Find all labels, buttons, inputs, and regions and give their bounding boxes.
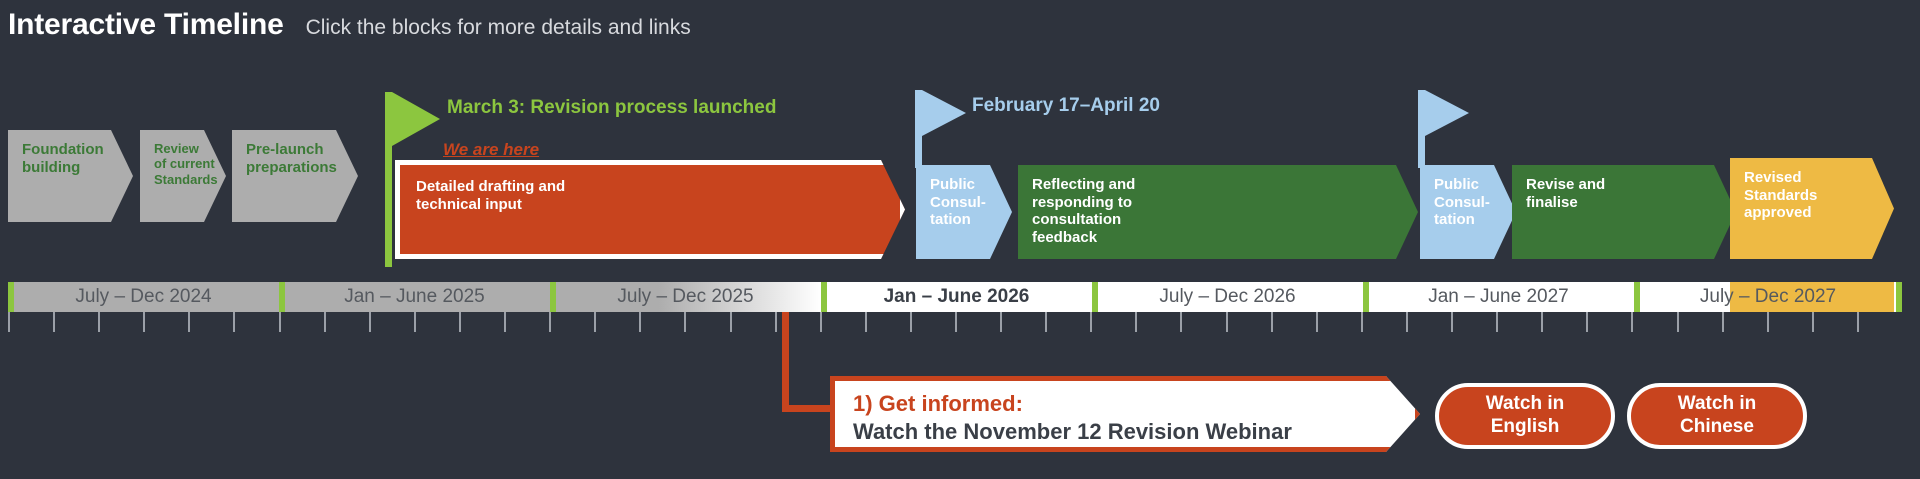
axis-tick <box>1135 312 1138 332</box>
axis-tick <box>1360 312 1363 332</box>
axis-segment-6[interactable]: July – Dec 2027 <box>1699 286 1837 307</box>
flag-label-feb-17: February 17–April 20 <box>972 95 1160 116</box>
axis-divider-2 <box>550 282 556 312</box>
watch-in-chinese-button[interactable]: Watch in Chinese <box>1627 383 1807 449</box>
axis-tick <box>1180 312 1183 332</box>
axis-tick <box>1225 312 1228 332</box>
axis-divider-0 <box>8 282 14 312</box>
axis-tick <box>98 312 101 332</box>
cta-action-label: Watch the November 12 Revision Webinar <box>853 418 1292 444</box>
page-title: Interactive Timeline <box>8 8 284 41</box>
axis-tick <box>1811 312 1814 332</box>
flag-pole-march-3 <box>385 92 392 267</box>
phase-block-public-consultation-2[interactable]: Public Consul- tation <box>1420 165 1516 259</box>
axis-tick <box>1676 312 1679 332</box>
axis-tick <box>1856 312 1859 332</box>
axis-tick <box>729 312 732 332</box>
connector-horizontal <box>782 405 857 412</box>
axis-segment-5[interactable]: Jan – June 2027 <box>1428 286 1569 307</box>
axis-segment-4[interactable]: July – Dec 2026 <box>1159 286 1296 307</box>
header: Interactive Timeline Click the blocks fo… <box>8 8 691 42</box>
phase-block-public-consultation-1[interactable]: Public Consul- tation <box>916 165 1012 259</box>
axis-tick-marks <box>8 312 1902 332</box>
axis-tick <box>323 312 326 332</box>
flag-pole-feb-17 <box>915 90 922 168</box>
axis-tick <box>1270 312 1273 332</box>
flag-banner-march-3 <box>392 92 440 146</box>
axis-divider-6 <box>1634 282 1640 312</box>
phase-block-revise-and-finalise[interactable]: Revise and finalise <box>1512 165 1736 259</box>
axis-tick <box>8 312 10 332</box>
axis-divider-5 <box>1363 282 1369 312</box>
timeline-axis: July – Dec 2024 Jan – June 2025 July – D… <box>8 282 1902 312</box>
axis-tick <box>1721 312 1724 332</box>
axis-tick <box>955 312 957 332</box>
axis-tick <box>684 312 687 332</box>
axis-segment-3[interactable]: Jan – June 2026 <box>883 286 1030 307</box>
axis-tick <box>413 312 416 332</box>
axis-divider-4 <box>1092 282 1098 312</box>
connector-vertical <box>782 312 789 412</box>
axis-segment-0[interactable]: July – Dec 2024 <box>8 282 279 312</box>
axis-tick <box>1766 312 1769 332</box>
axis-tick <box>53 312 56 332</box>
axis-tick <box>278 312 281 332</box>
we-are-here-marker: We are here <box>443 140 540 159</box>
phase-block-reflecting-responding[interactable]: Reflecting and responding to consultatio… <box>1018 165 1418 259</box>
axis-tick <box>639 312 642 332</box>
axis-divider-3 <box>821 282 827 312</box>
cta-webinar-box[interactable]: 1) Get informed: Watch the November 12 R… <box>830 376 1420 452</box>
axis-tick <box>909 312 912 332</box>
flag-banner-feb-17 <box>922 90 966 136</box>
phase-block-foundation-building[interactable]: Foundation building <box>8 130 133 222</box>
axis-tick <box>233 312 236 332</box>
flag-pole-consult-2 <box>1418 90 1425 168</box>
axis-tick <box>1045 312 1048 332</box>
axis-tick <box>864 312 867 332</box>
axis-tick <box>1405 312 1408 332</box>
axis-tick <box>504 312 507 332</box>
axis-segment-1[interactable]: Jan – June 2025 <box>279 282 550 312</box>
axis-tick <box>1315 312 1318 332</box>
axis-tick <box>143 312 146 332</box>
phase-block-review-of-standards[interactable]: Review of current Standards <box>140 130 226 222</box>
flag-label-march-3: March 3: Revision process launched <box>447 97 777 118</box>
axis-tick <box>1451 312 1454 332</box>
axis-divider-1 <box>279 282 285 312</box>
axis-tick <box>774 312 777 332</box>
axis-tick <box>1090 312 1093 332</box>
watch-in-english-button[interactable]: Watch in English <box>1435 383 1615 449</box>
axis-tick <box>1000 312 1003 332</box>
axis-tick <box>368 312 371 332</box>
axis-tick <box>1496 312 1499 332</box>
axis-tick <box>188 312 191 332</box>
axis-divider-7 <box>1896 282 1902 312</box>
phase-block-pre-launch[interactable]: Pre-launch preparations <box>232 130 358 222</box>
phase-block-detailed-drafting[interactable]: Detailed drafting and technical input <box>395 160 905 259</box>
axis-tick <box>1631 312 1634 332</box>
phase-block-revised-standards[interactable]: Revised Standards approved <box>1730 158 1894 259</box>
axis-highlight-2027 <box>1730 282 1894 312</box>
axis-tick <box>819 312 822 332</box>
page-subtitle: Click the blocks for more details and li… <box>305 16 691 39</box>
axis-tick <box>549 312 552 332</box>
cta-step-label: 1) Get informed: <box>853 391 1023 416</box>
axis-tick <box>1586 312 1589 332</box>
axis-tick <box>458 312 461 332</box>
axis-tick <box>594 312 597 332</box>
axis-segment-2[interactable]: July – Dec 2025 <box>550 282 821 312</box>
flag-banner-consult-2 <box>1425 90 1469 136</box>
axis-tick <box>1541 312 1544 332</box>
